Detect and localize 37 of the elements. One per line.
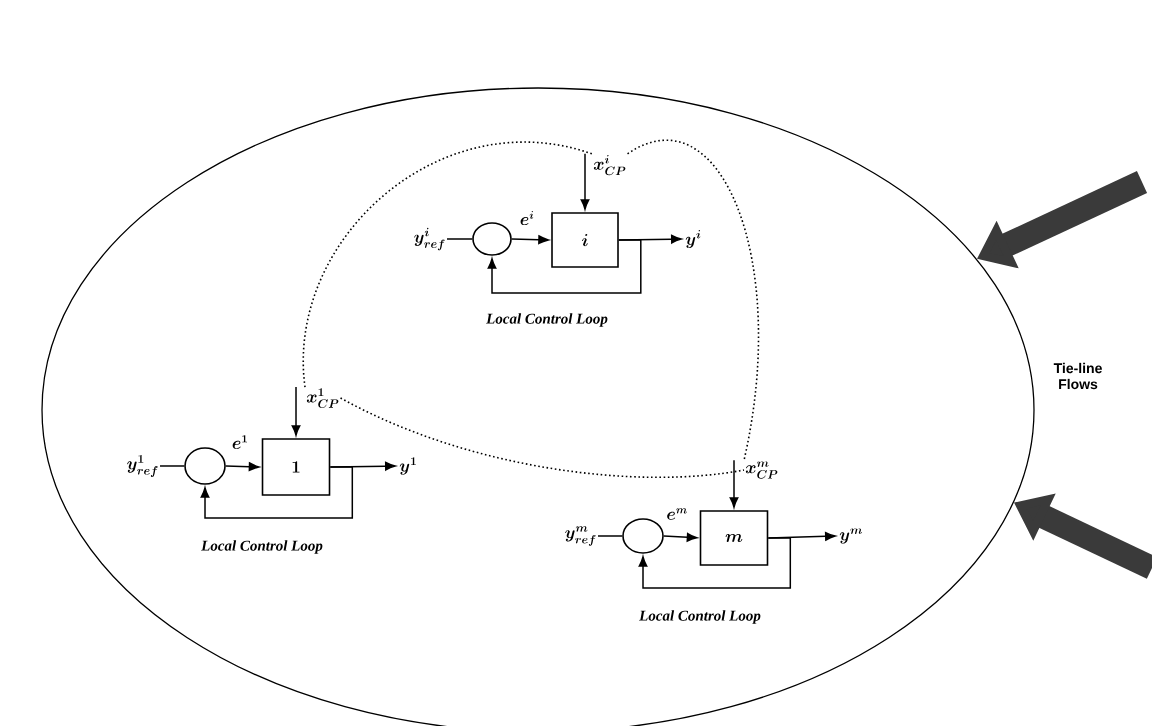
signal-label: $x^{1}_{CP}$	[306, 388, 339, 408]
process-box: $m$	[699, 510, 769, 566]
node-label: Local Control Loop	[486, 313, 608, 327]
arrow	[663, 532, 698, 542]
signal-label: $x^{m}_{CP}$	[745, 461, 778, 479]
coupling-line	[339, 397, 745, 479]
input-arrow	[291, 386, 301, 436]
summing-junction	[472, 222, 512, 256]
flow-label: Tie-line Flows	[1053, 362, 1102, 390]
input-arrow	[580, 153, 590, 210]
arrow	[511, 235, 549, 245]
coupling-line	[626, 139, 759, 462]
signal-label: $y^{i}$	[685, 230, 701, 249]
feedback-arrow	[638, 537, 792, 589]
node-label: Local Control Loop	[639, 610, 761, 624]
signal-label: $x^{i}_{CP}$	[593, 155, 626, 176]
node-label: Local Control Loop	[201, 540, 323, 554]
signal-label: $y^{m}$	[839, 528, 862, 544]
input-line	[159, 465, 185, 467]
signal-label: $y^{1}_{ref}$	[127, 455, 158, 477]
signal-label: $y^{1}$	[399, 457, 416, 475]
summing-junction	[184, 447, 226, 485]
signal-label: $y^{i}_{ref}$	[414, 227, 445, 251]
feedback-arrow	[487, 239, 642, 294]
signal-label: $y^{m}_{ref}$	[565, 526, 596, 546]
arrow	[225, 462, 260, 472]
input-arrow	[729, 459, 739, 508]
edge-label: $e^{1}$	[232, 435, 247, 449]
summing-junction	[622, 518, 664, 554]
input-line	[446, 238, 473, 240]
process-box: $1$	[261, 438, 331, 496]
feedback-arrow	[200, 466, 354, 519]
process-box: $i$	[551, 212, 619, 268]
edge-label: $e^{i}$	[520, 211, 534, 226]
input-line	[597, 535, 623, 537]
coupling-line	[302, 141, 593, 388]
edge-label: $e^{m}$	[667, 508, 687, 520]
